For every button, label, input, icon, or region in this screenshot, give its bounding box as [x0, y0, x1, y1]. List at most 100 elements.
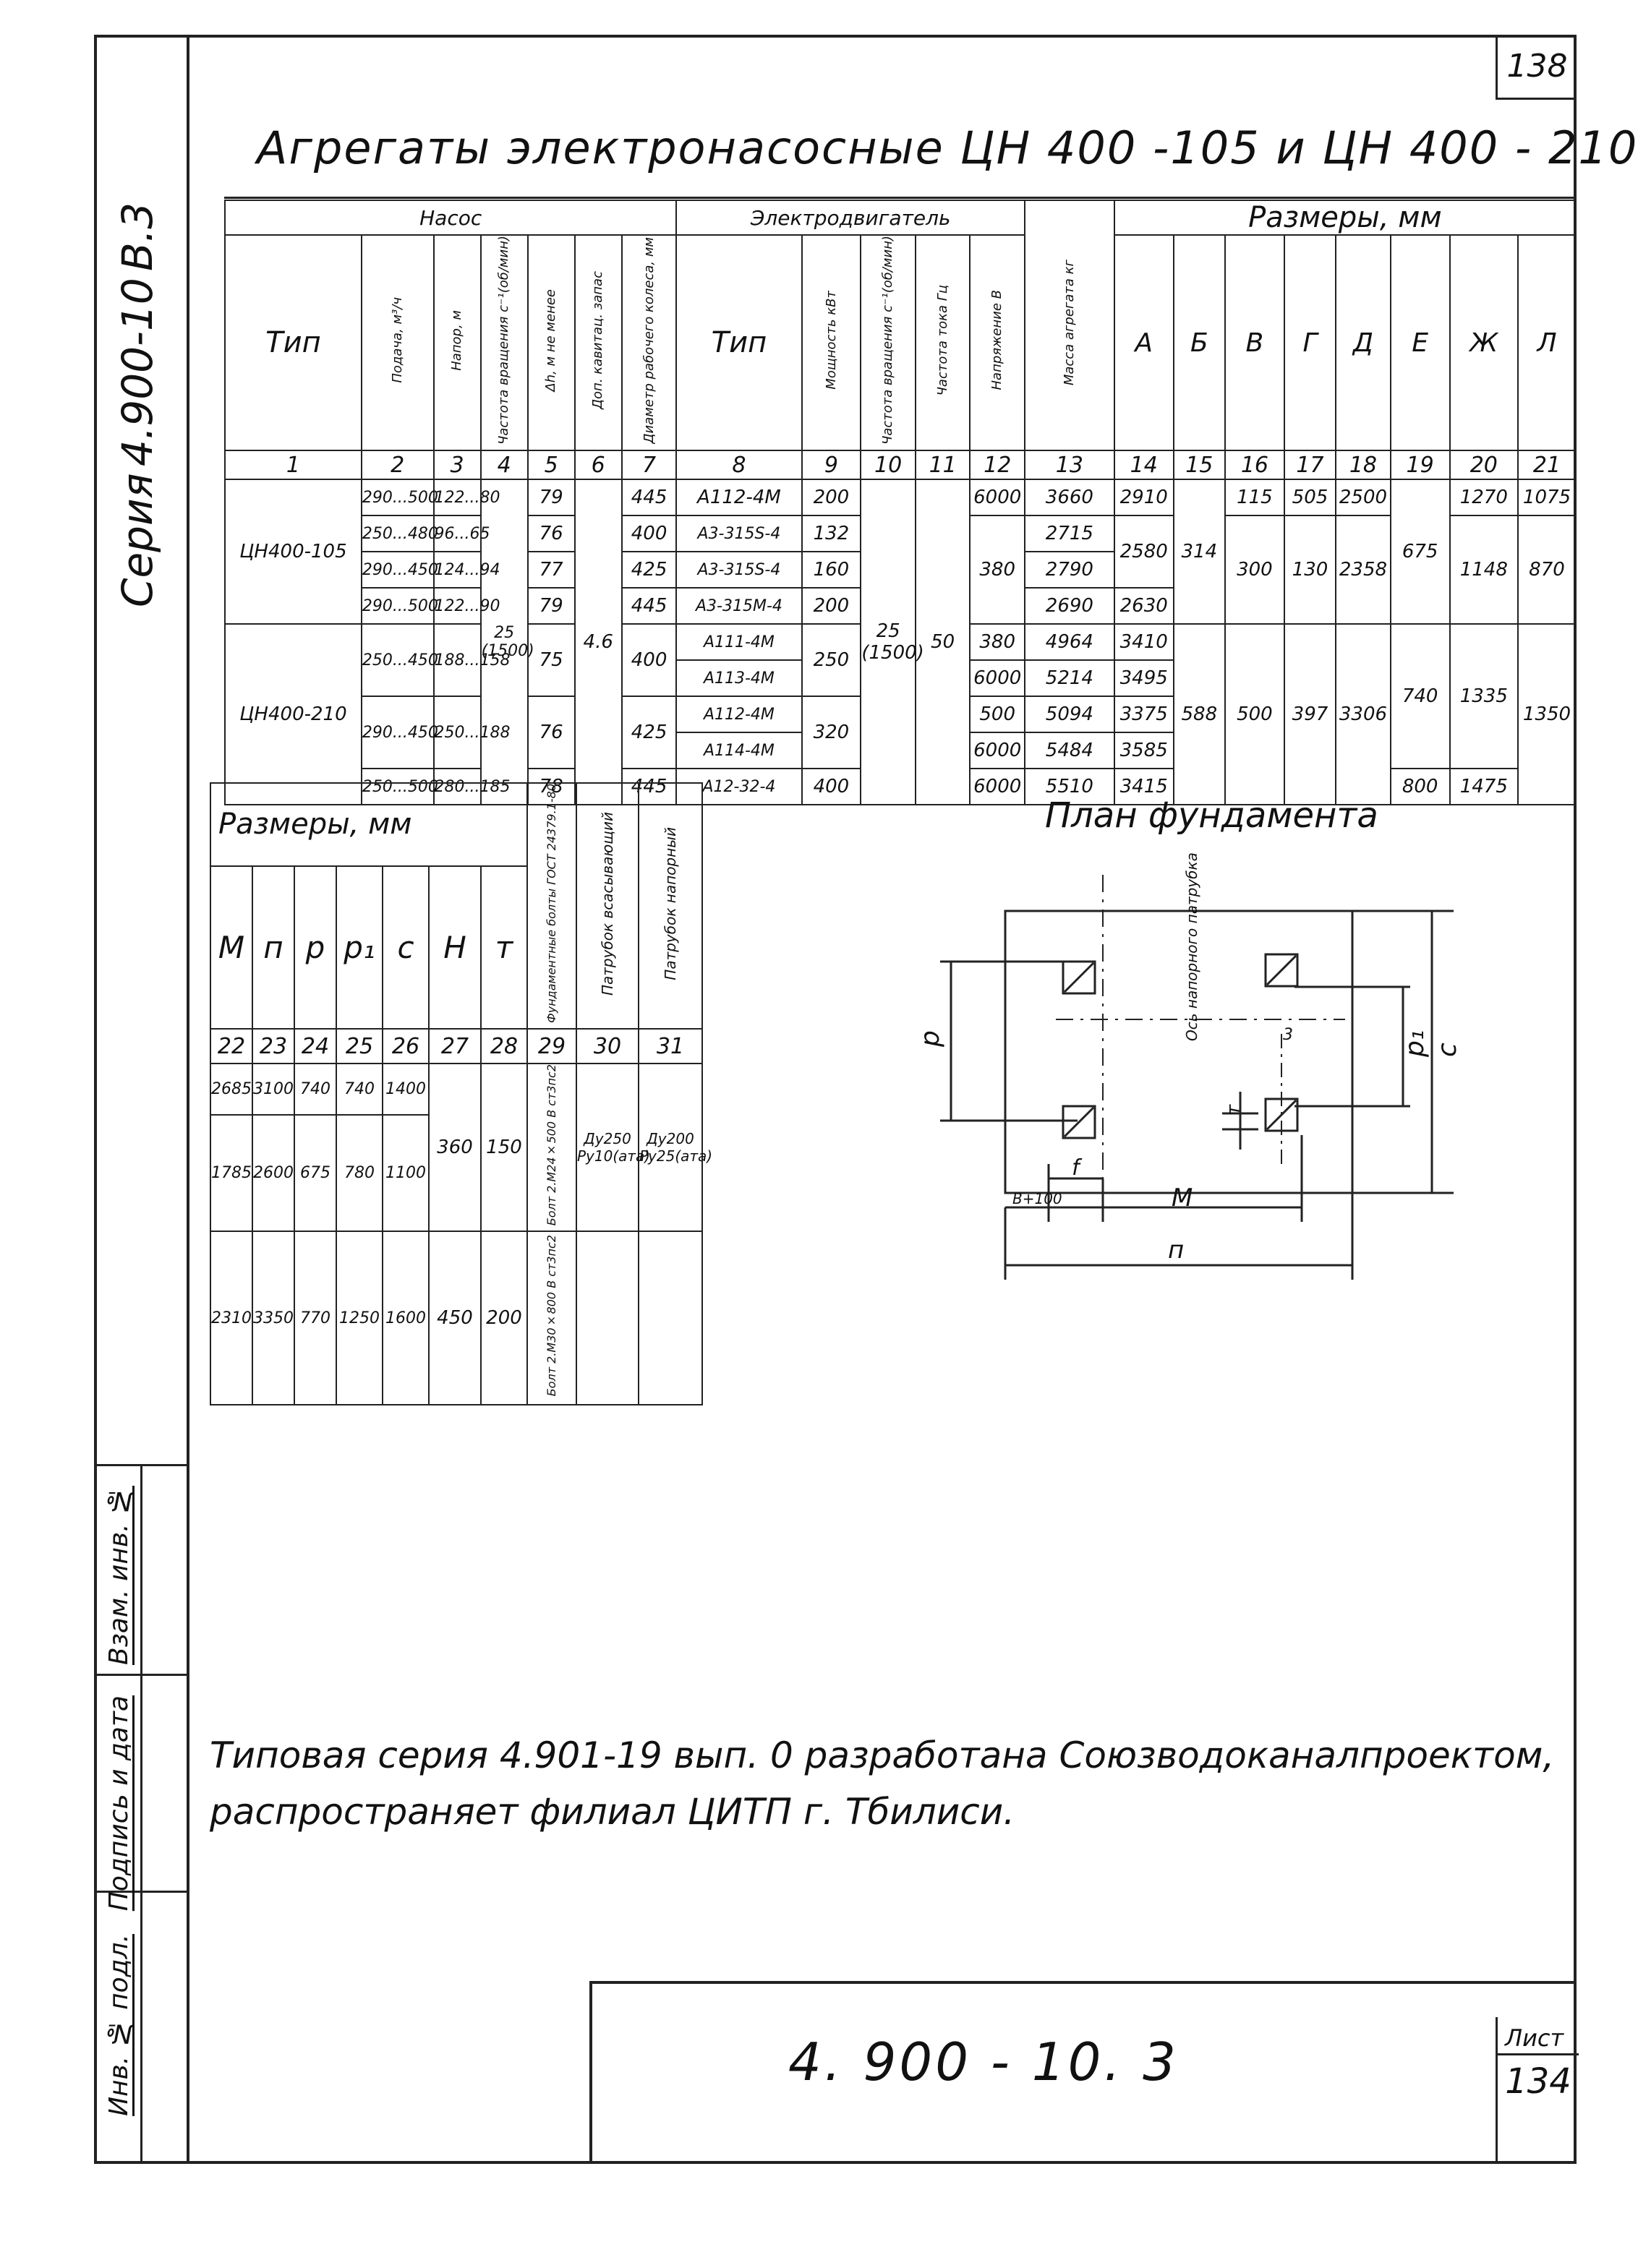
- table-row: ЦН400-105 290...500 122...80 25 (1500) 7…: [224, 479, 1577, 805]
- cell: 500: [969, 696, 1025, 733]
- label-c: с: [1433, 1043, 1462, 1057]
- cell: 380: [969, 623, 1025, 661]
- cell: 3660: [1023, 479, 1115, 516]
- plan-title: План фундамента: [1045, 795, 1378, 836]
- strip-label-replace: Взам. инв. №: [104, 1486, 134, 1665]
- col-num: 27: [428, 1028, 482, 1065]
- hdr-flow: Подача, м³/ч: [360, 234, 435, 451]
- col-num: 20: [1449, 450, 1519, 480]
- cell: А114-4М: [675, 732, 803, 769]
- cell: 250...480: [360, 515, 438, 552]
- cell: 250: [801, 623, 862, 697]
- col-num: 24: [294, 1028, 337, 1065]
- bolt-hole-bl: [1062, 1105, 1096, 1139]
- hdr-dim-a: А: [1113, 234, 1174, 451]
- cell: 2600: [252, 1113, 295, 1233]
- col-num: 11: [914, 450, 971, 480]
- t2-hdr-c: с: [382, 865, 430, 1030]
- series-code: 4.900-10: [113, 278, 162, 467]
- cell: 160: [801, 551, 862, 589]
- cell: 1100: [382, 1113, 430, 1233]
- hdr-mass: Масса агрегата кг: [1023, 200, 1115, 451]
- cell: 132: [801, 515, 862, 552]
- document-code: 4. 900 - 10. 3: [788, 2032, 1179, 2092]
- strip-label-sign: Подпись и дата: [104, 1695, 134, 1912]
- column-numbers-row: 1 2 3 4 5 6 7 8 9 10 11 12 13 14 15 16 1…: [224, 450, 1577, 480]
- table-row: 2685 3100 740 740 1400 360 150 Болт 2.М2…: [210, 1063, 712, 1233]
- cell: 380: [969, 515, 1025, 625]
- sheet-number: 138: [1496, 35, 1577, 100]
- cell: 4964: [1023, 623, 1115, 661]
- label-n: п: [1168, 1236, 1184, 1264]
- col-num: 7: [620, 450, 678, 480]
- t2-hdr-suction: Патрубок всасывающий: [576, 782, 639, 1030]
- cell: А113-4М: [675, 659, 803, 697]
- cell: 740: [294, 1063, 337, 1116]
- t2-hdr-p: р: [294, 865, 337, 1030]
- hdr-npsh: Δh, м не менее: [526, 234, 576, 451]
- sheet-value: 134: [1498, 2053, 1579, 2102]
- label-p1: р₁: [1400, 1030, 1430, 1058]
- cell: 740: [1389, 623, 1451, 769]
- hdr-dim-zh: Ж: [1449, 234, 1519, 451]
- cell: 300: [1224, 515, 1285, 625]
- t2-hdr-p1: р₁: [336, 865, 383, 1030]
- col-num: 16: [1224, 450, 1285, 480]
- cell: 79: [526, 479, 576, 516]
- cell: 3415: [1113, 768, 1174, 805]
- t2-hdr-n: п: [252, 865, 295, 1030]
- hdr-dim-l: Л: [1517, 234, 1577, 451]
- cell: 2630: [1113, 587, 1174, 625]
- col-num: 26: [382, 1028, 430, 1065]
- cell: 1785: [210, 1113, 253, 1233]
- cell: 2358: [1335, 515, 1391, 625]
- series-label: Серия: [113, 473, 162, 607]
- approval-strip: Инв. № подл. Подпись и дата Взам. инв. №: [94, 1464, 187, 2164]
- cell-bolt-1: Болт 2.М24×500 В ст3пс2: [526, 1063, 577, 1233]
- series-side-label: Серия 4.900-10 В.3: [108, 202, 166, 607]
- cell: 1400: [382, 1063, 430, 1116]
- cell: 1270: [1449, 479, 1519, 516]
- col-num: 17: [1283, 450, 1337, 480]
- col-num: 22: [210, 1028, 253, 1065]
- label-b100: В+100: [1012, 1190, 1062, 1207]
- cell: 96...65: [432, 515, 490, 552]
- cell: 290...500: [360, 479, 438, 516]
- bolt-hole-tl: [1062, 960, 1096, 995]
- cell: 250...188: [432, 696, 511, 769]
- hdr-current-freq: Частота тока Гц: [914, 234, 971, 451]
- table-row: 290...450 124...94 77 425 А3-315S-4 160 …: [225, 551, 1576, 589]
- cell: 3585: [1113, 732, 1174, 769]
- cell: 314: [1172, 479, 1226, 625]
- foundation-plan-drawing: р р₁ с т f М п В+100 3 Ось напорного пат…: [916, 852, 1462, 1280]
- footnote-text: Типовая серия 4.901-19 вып. 0 разработан…: [210, 1734, 1555, 1833]
- title-block-sheet: Лист 134: [1496, 2017, 1579, 2164]
- cell: 3350: [252, 1231, 295, 1406]
- cell: 6000: [969, 479, 1025, 516]
- cell: 3410: [1113, 623, 1174, 661]
- cell: А3-315S-4: [675, 551, 803, 589]
- cell: 800: [1389, 768, 1451, 805]
- label-axis: Ось напорного патрубка: [1183, 852, 1200, 1041]
- cell: 675: [1389, 479, 1451, 625]
- cell: 290...450: [360, 696, 438, 769]
- cell: 425: [620, 696, 678, 769]
- cell-motor-rot: 25 (1500): [860, 479, 924, 805]
- cell: 1475: [1449, 768, 1519, 805]
- cell: 425: [620, 551, 678, 589]
- label-M: М: [1172, 1184, 1193, 1212]
- hdr-dim-e: Е: [1389, 234, 1451, 451]
- title-block: [589, 1981, 1577, 2164]
- hdr-dim-g: Г: [1283, 234, 1337, 451]
- cell: 200: [801, 479, 862, 516]
- col-num: 4: [479, 450, 529, 480]
- t2-hdr-H: Н: [428, 865, 482, 1030]
- page-frame: [94, 35, 1577, 2164]
- cell: 188...158: [432, 623, 511, 697]
- cell: 1148: [1449, 515, 1519, 625]
- col-num: 1: [224, 450, 362, 480]
- cell: 588: [1172, 623, 1226, 805]
- cell: 6000: [969, 732, 1025, 769]
- table-row: А113-4М 6000 5214 3495: [225, 659, 1576, 697]
- cell: 870: [1517, 515, 1577, 625]
